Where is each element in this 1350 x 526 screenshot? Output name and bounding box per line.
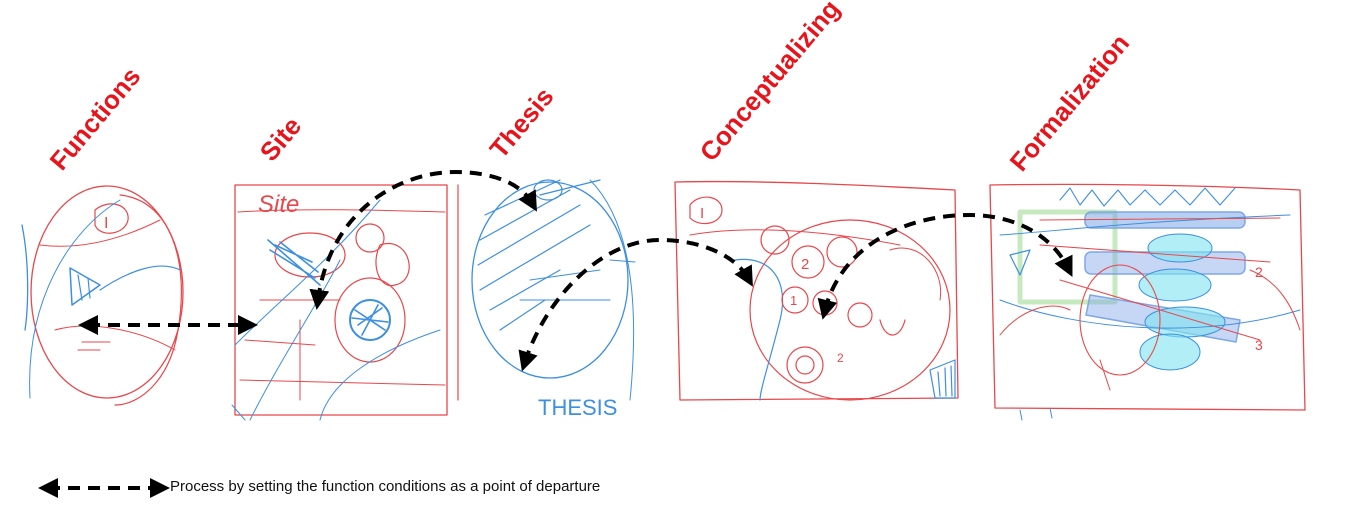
stage-label-site: Site bbox=[254, 111, 308, 167]
site-handwriting: Site bbox=[258, 191, 299, 218]
sketch-formalization: 2 3 bbox=[989, 183, 1306, 421]
mark-two-a: 2 bbox=[801, 256, 809, 273]
mark-one-a: 1 bbox=[790, 293, 797, 308]
arrow-thesis-conceptualizing bbox=[518, 237, 753, 372]
legend-text: Process by setting the function conditio… bbox=[170, 478, 601, 495]
arrow-conceptualizing-formalization bbox=[817, 212, 1073, 320]
stage-label-functions: Functions bbox=[44, 61, 147, 175]
mark-roman-one: I bbox=[104, 215, 108, 232]
sketch-functions: I bbox=[21, 185, 184, 406]
arrow-site-thesis bbox=[309, 169, 537, 310]
stage-label-formalization: Formalization bbox=[1004, 28, 1136, 177]
thesis-handwriting: THESIS bbox=[538, 395, 617, 420]
stage-label-thesis: Thesis bbox=[484, 81, 560, 163]
sketch-thesis: THESIS bbox=[457, 179, 636, 420]
sketch-site: Site bbox=[231, 184, 448, 421]
sketch-conceptualizing: I 2 1 2 bbox=[674, 180, 959, 401]
mark-roman-one-concept: I bbox=[700, 205, 704, 222]
stage-label-conceptualizing: Conceptualizing bbox=[694, 0, 846, 167]
mark-three: 3 bbox=[1255, 337, 1263, 353]
mark-two-c: 2 bbox=[1255, 264, 1263, 280]
mark-two-b: 2 bbox=[837, 351, 844, 365]
